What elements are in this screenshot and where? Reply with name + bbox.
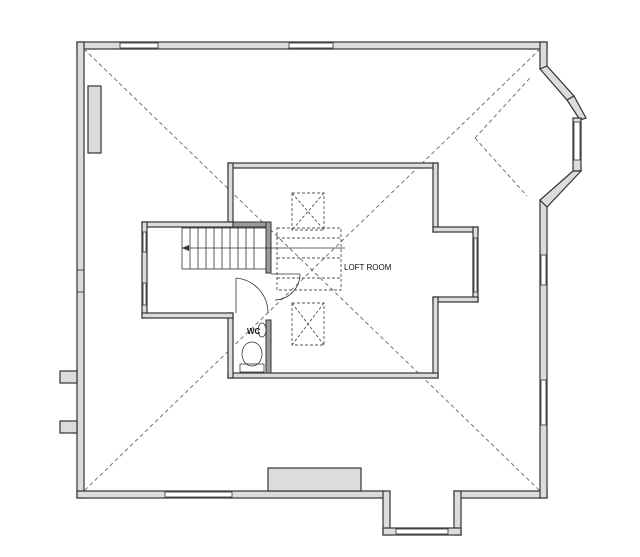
doors <box>235 273 301 314</box>
toilet-bowl-icon <box>241 341 263 367</box>
dashed-overlays <box>276 192 342 346</box>
loft-room-walls <box>227 162 479 379</box>
windows <box>77 42 581 535</box>
loft-room-label: LOFT ROOM <box>344 263 392 272</box>
roof-hip-lines <box>83 48 541 492</box>
wash-basin-icon <box>257 322 267 338</box>
wc-fixtures <box>239 322 267 373</box>
toilet-cistern-icon <box>239 363 265 373</box>
stair-enclosure <box>141 221 272 374</box>
wc-label: WC <box>247 327 261 336</box>
outer-walls <box>59 41 587 536</box>
staircase <box>181 227 345 270</box>
